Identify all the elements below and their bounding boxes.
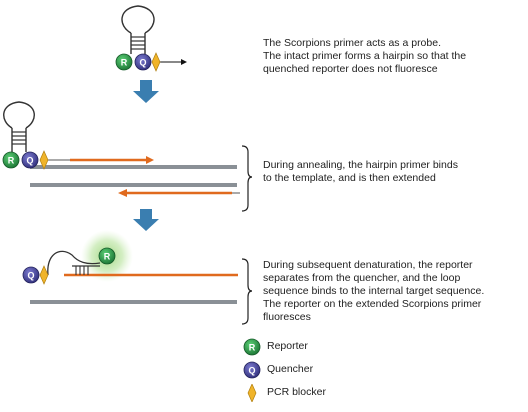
svg-text:R: R: [249, 343, 256, 353]
template-strand: [30, 300, 237, 304]
bound-base-pairs: [75, 266, 89, 275]
step-arrow-down: [133, 209, 159, 231]
step-bracket: [241, 258, 253, 325]
reporter-icon: [2, 151, 20, 169]
quencher-letter: Q: [26, 156, 33, 166]
step3-description: During subsequent denaturation, the repo…: [263, 259, 485, 323]
reporter-letter: R: [8, 156, 15, 166]
hairpin-loop: [3, 101, 35, 129]
reporter-icon: [98, 247, 116, 265]
legend-item-reporter: R Reporter: [243, 338, 373, 356]
quencher-letter: Q: [27, 271, 34, 281]
quencher-icon: [21, 151, 39, 169]
probe-loop: [47, 250, 101, 276]
quencher-icon: Q: [243, 361, 261, 379]
svg-text:Q: Q: [248, 366, 255, 376]
pcr-blocker-icon: [39, 150, 49, 170]
legend-label: Quencher: [267, 363, 314, 375]
template-strand: [30, 165, 237, 169]
reporter-icon: R: [243, 338, 261, 356]
step1-description: The Scorpions primer acts as a probe. Th…: [263, 37, 467, 75]
quencher-icon: [22, 266, 40, 284]
pcr-blocker-icon: [247, 384, 257, 402]
step-arrow-down: [133, 80, 159, 103]
quencher-letter: Q: [139, 58, 146, 68]
step2-annealing: R Q: [2, 101, 240, 197]
legend-label: PCR blocker: [267, 386, 326, 398]
legend-item-quencher: Q Quencher: [243, 361, 373, 379]
reporter-letter: R: [121, 58, 128, 68]
hairpin-loop: [121, 5, 155, 34]
legend-item-blocker: PCR blocker: [243, 384, 373, 402]
step1-hairpin-probe: R Q: [115, 5, 187, 72]
quencher-icon: [134, 53, 152, 71]
stem-base-pairs: [131, 36, 145, 50]
pcr-blocker-icon: [39, 265, 49, 285]
pcr-blocker-icon: [151, 52, 161, 72]
reporter-letter: R: [104, 252, 111, 262]
legend-label: Reporter: [267, 340, 308, 352]
reporter-icon: [115, 53, 133, 71]
step3-denaturation: Q R: [22, 230, 238, 304]
step2-description: During annealing, the hairpin primer bin…: [263, 159, 458, 184]
template-strand: [30, 183, 237, 187]
step-bracket: [241, 145, 253, 212]
